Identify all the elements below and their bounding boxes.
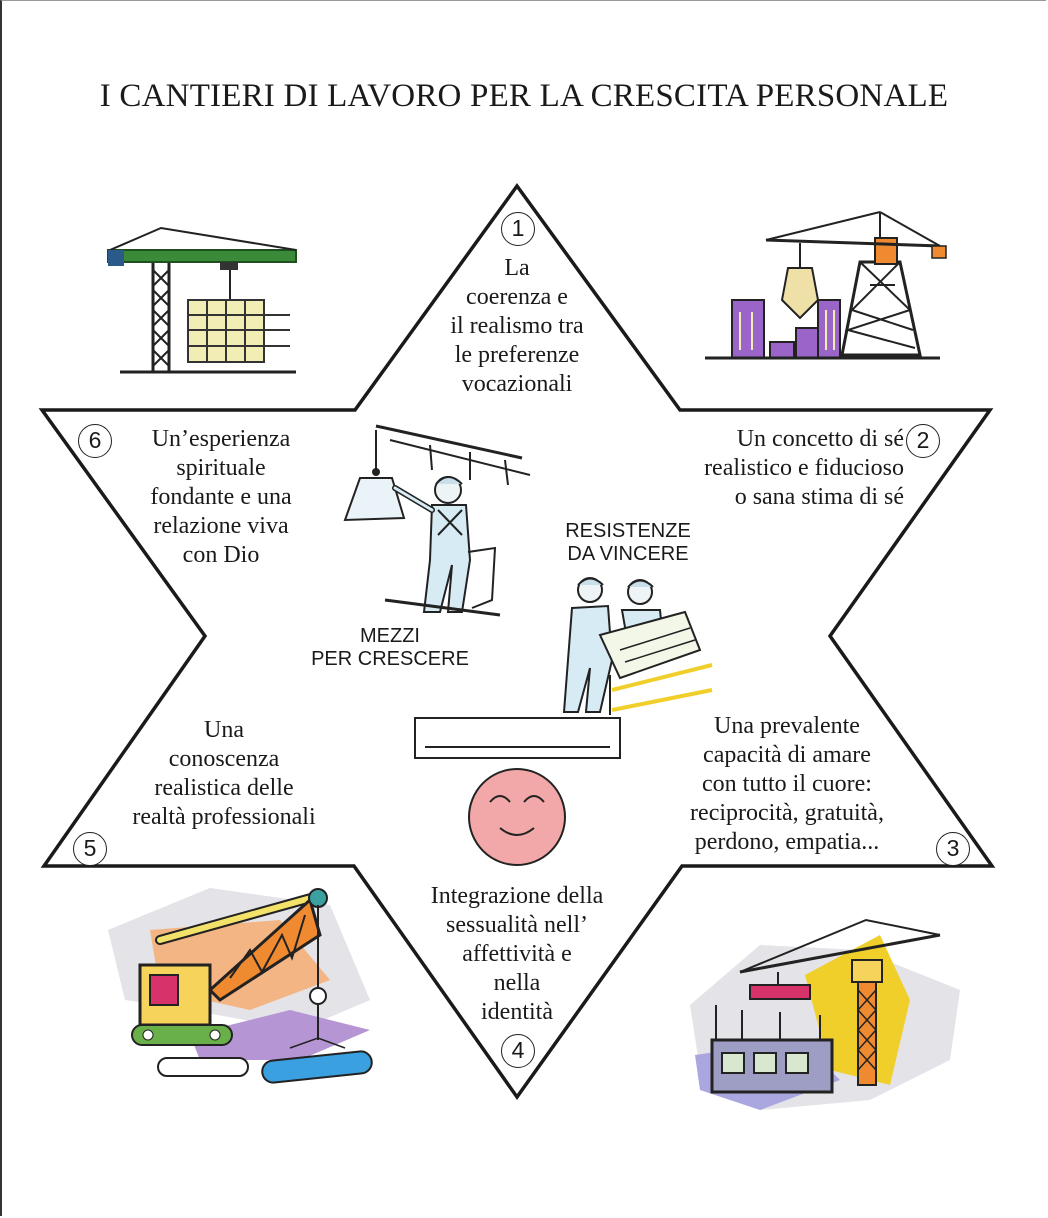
page-title: I CANTIERI DI LAVORO PER LA CRESCITA PER… [99,78,949,114]
workers-reading-plans-icon [562,577,713,715]
crane-lifting-icon [705,211,947,360]
construction-crane-icon [107,226,297,374]
crane-truck-icon [108,888,373,1084]
point-5-text: Una conoscenza realistica delle realtà p… [132,717,316,830]
blank-answer-box [414,717,621,759]
point-1-text: La coerenza e il realismo tra le prefere… [450,255,584,397]
point-number-1: 1 [501,212,535,246]
point-3-text: Una prevalente capacità di amare con tut… [690,713,884,855]
point-2-text: Un concetto di sé realistico e fiducioso… [704,426,904,510]
point-4-text: Integrazione della sessualità nell’ affe… [430,883,604,1025]
point-6-text: Un’esperienza spirituale fondante e una … [150,426,292,568]
point-number-4: 4 [501,1034,535,1068]
point-number-3: 3 [936,832,970,866]
point-number-5: 5 [73,832,107,866]
label-mezzi: MEZZI PER CRESCERE [311,625,469,670]
point-number-6: 6 [78,424,112,458]
tower-crane-building-icon [690,918,960,1110]
smiley-face-icon [468,768,566,866]
worker-with-crane-icon [343,424,531,617]
star-shape [38,183,996,1101]
point-number-2: 2 [906,424,940,458]
label-resistenze: RESISTENZE DA VINCERE [565,520,691,565]
